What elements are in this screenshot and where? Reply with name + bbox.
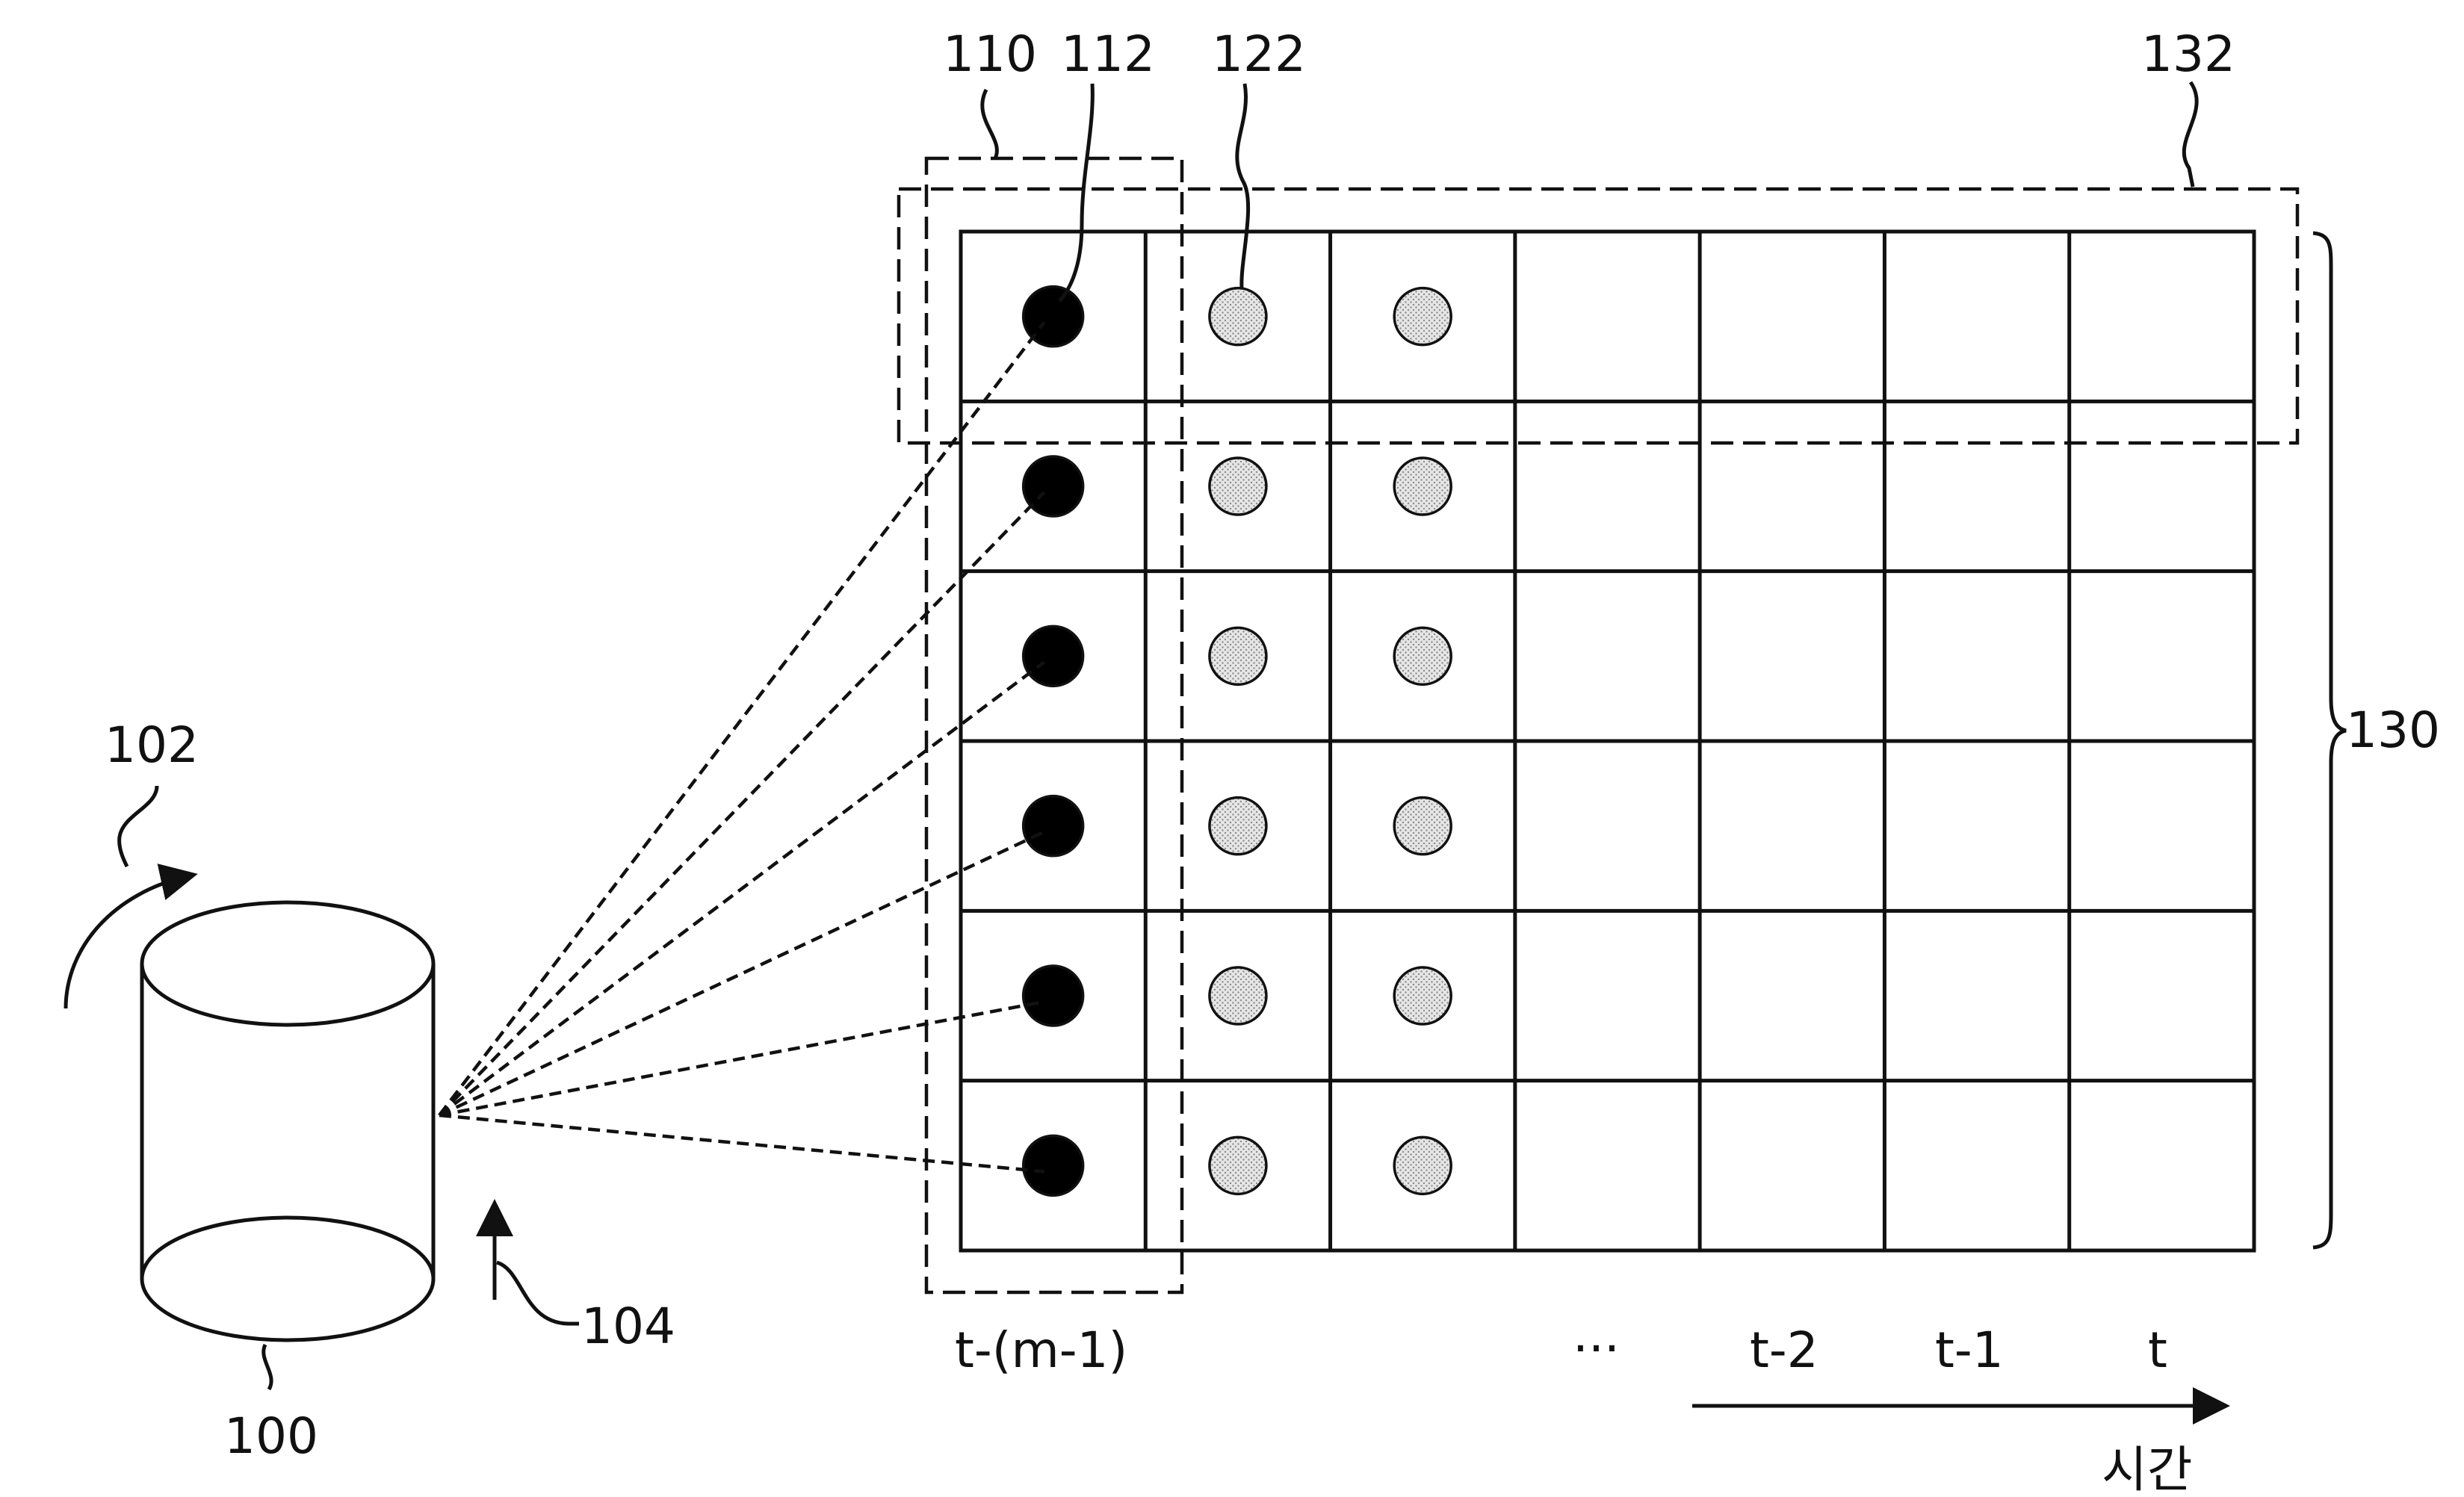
label-110: 110 — [943, 25, 1037, 83]
pixel-dot — [1394, 967, 1451, 1024]
scan-ray — [439, 492, 1044, 1115]
row-window-132 — [899, 189, 2297, 443]
rotation-arrow — [66, 875, 191, 1008]
time-labels: t-(m-1) ··· t-2 t-1 t — [955, 1320, 2167, 1379]
time-grid — [961, 232, 2254, 1250]
pixel-dot — [1394, 798, 1451, 855]
block-leader — [982, 90, 997, 158]
dark-point-dot — [1024, 1135, 1083, 1195]
movement-leader — [497, 1262, 579, 1324]
label-122: 122 — [1212, 25, 1306, 83]
time-label-t-m-1: t-(m-1) — [955, 1321, 1127, 1379]
rays-layer — [439, 323, 1044, 1172]
time-label-t-1: t-1 — [1935, 1321, 2004, 1379]
array-brace — [2313, 233, 2346, 1248]
label-130: 130 — [2346, 701, 2440, 759]
label-104: 104 — [581, 1298, 675, 1355]
dark-point-dot — [1024, 456, 1083, 516]
pixel-dot — [1394, 458, 1451, 515]
scan-ray — [439, 832, 1044, 1115]
pixel-dot — [1210, 288, 1266, 345]
scan-ray — [439, 662, 1044, 1115]
time-label-t: t — [2148, 1321, 2167, 1379]
time-label-t-2: t-2 — [1750, 1321, 1818, 1379]
rotation-leader — [120, 786, 157, 867]
pixel-dot — [1210, 627, 1266, 684]
label-102: 102 — [105, 716, 199, 774]
pixel-dot — [1210, 798, 1266, 855]
pixel-leader — [1237, 84, 1248, 288]
scan-ray — [439, 1115, 1044, 1171]
pixel-dot — [1394, 1137, 1451, 1194]
pixel-dot — [1210, 967, 1266, 1024]
scan-ray — [439, 1002, 1044, 1115]
time-label-ellipsis: ··· — [1573, 1320, 1620, 1377]
pixel-dot — [1210, 458, 1266, 515]
dark-point-dot — [1024, 966, 1083, 1026]
window-leader — [2184, 82, 2197, 187]
pixel-dot — [1210, 1137, 1266, 1194]
label-132: 132 — [2141, 25, 2235, 83]
lidar-leader — [264, 1345, 271, 1389]
dark-point-dot — [1024, 796, 1083, 856]
pixel-dot — [1394, 627, 1451, 684]
pixel-dot — [1394, 288, 1451, 345]
time-axis-label: 시간 — [2102, 1441, 2192, 1497]
lidar-sensor-cylinder — [142, 902, 433, 1340]
point-leader — [1059, 84, 1092, 301]
label-100: 100 — [224, 1407, 318, 1465]
dark-point-dot — [1024, 626, 1083, 686]
label-112: 112 — [1061, 25, 1155, 83]
